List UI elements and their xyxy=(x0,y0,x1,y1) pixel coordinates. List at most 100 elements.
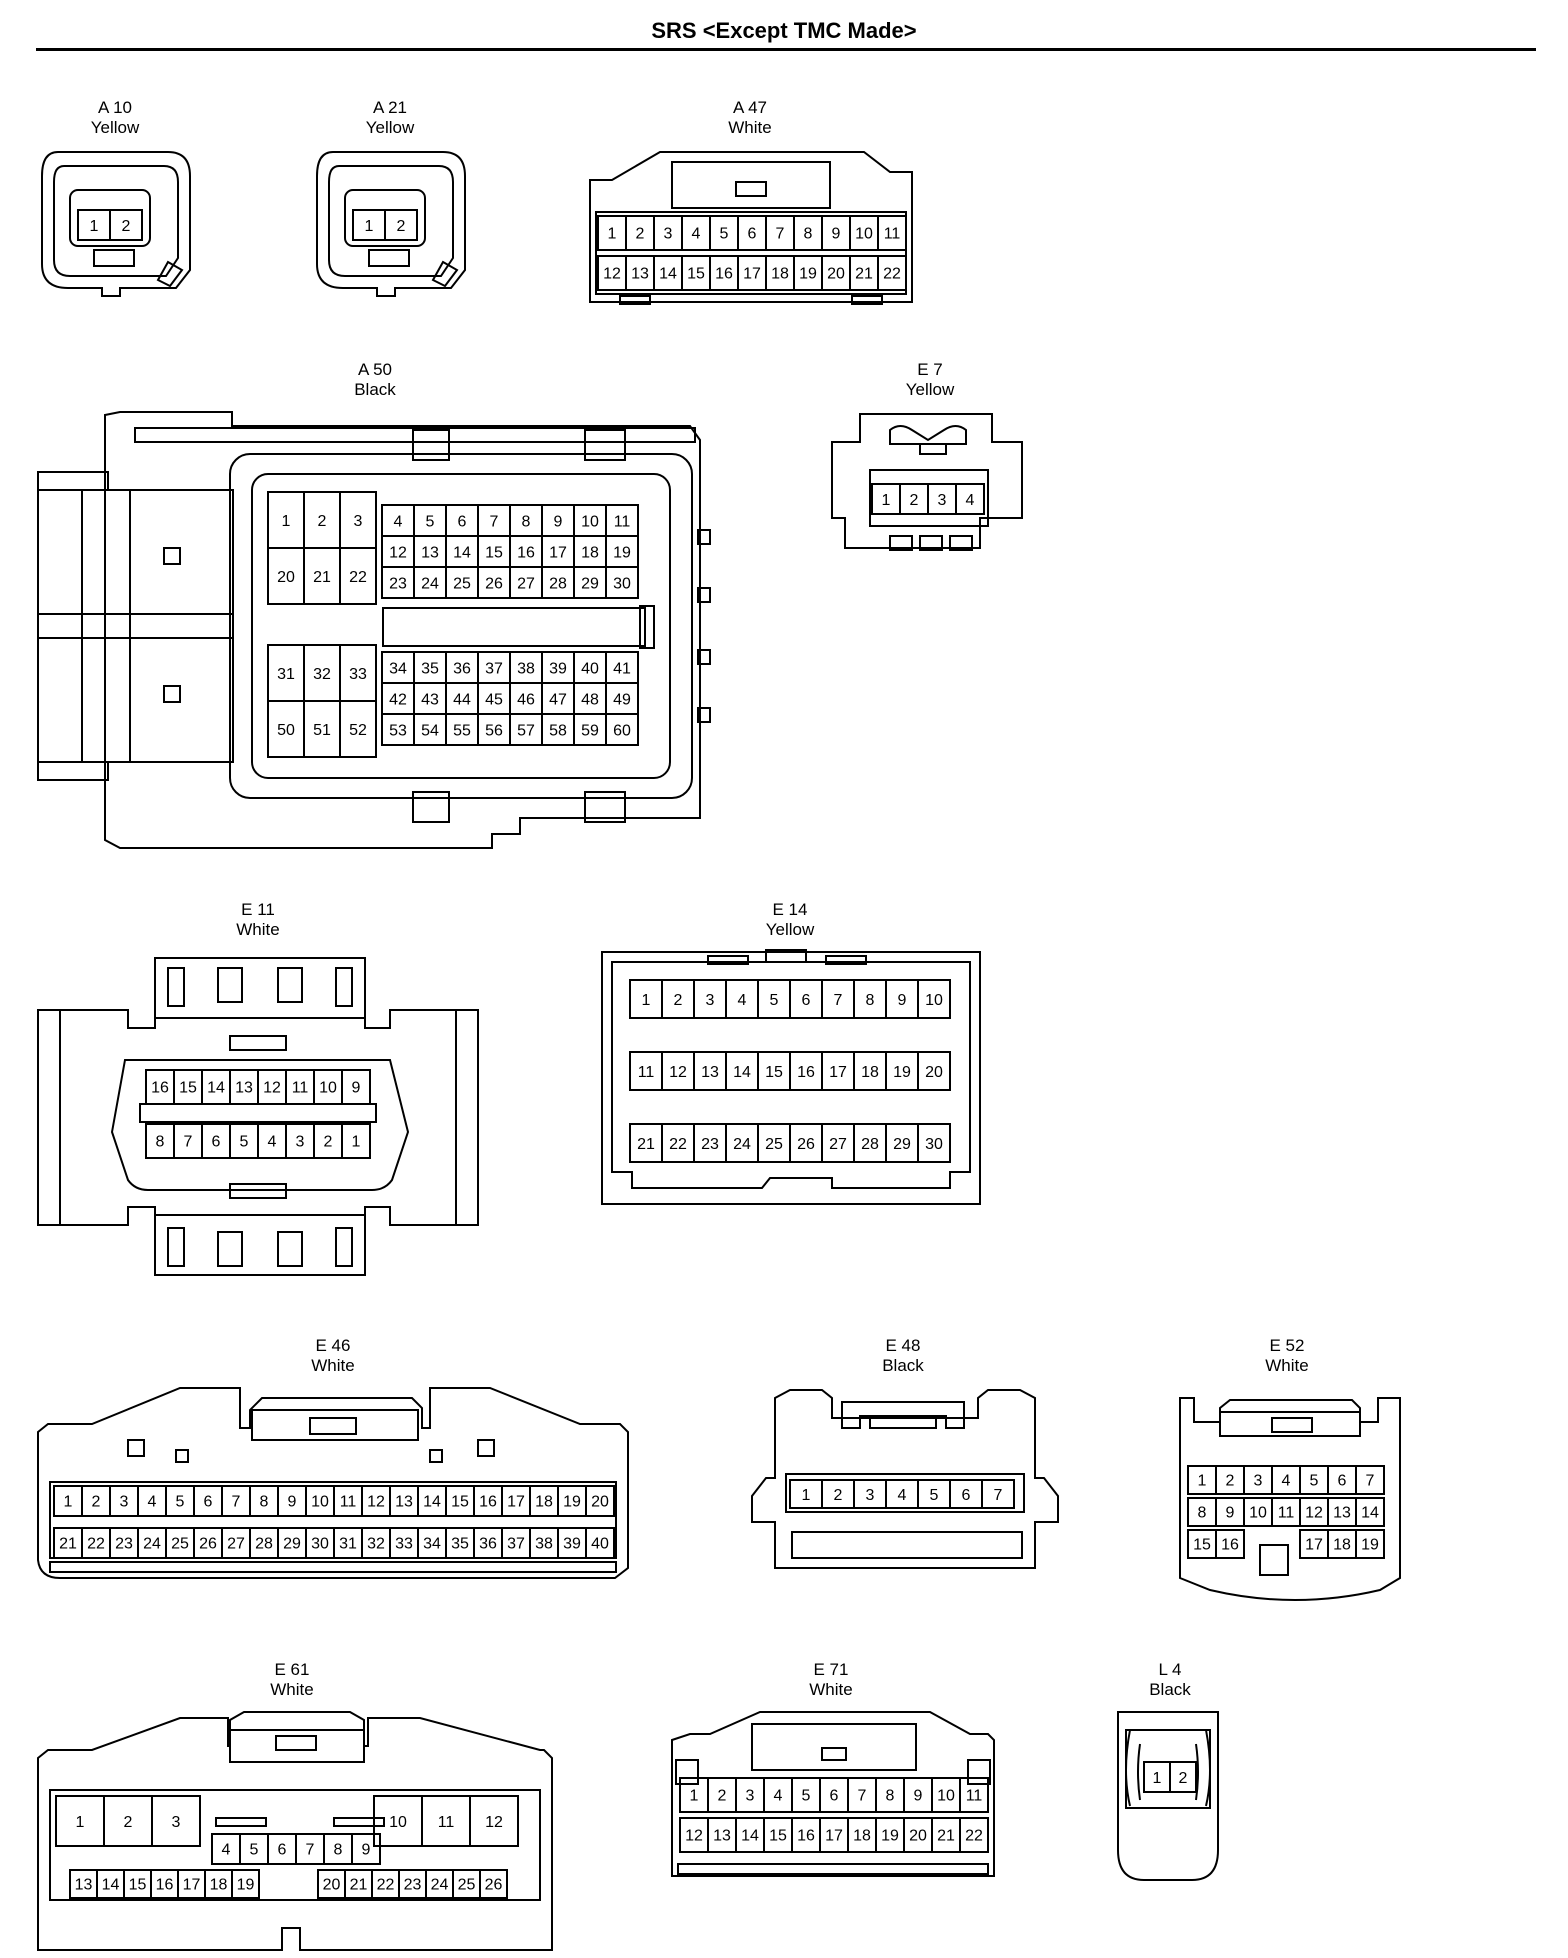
pin-label: 14 xyxy=(453,544,471,561)
pin-label: 20 xyxy=(909,1827,927,1844)
pin-label: 7 xyxy=(858,1787,867,1804)
pin-label: 23 xyxy=(404,1876,422,1893)
pin-cell xyxy=(339,547,377,605)
code: E 52 xyxy=(1269,1336,1305,1355)
code: E 71 xyxy=(813,1660,849,1679)
pin-label: 5 xyxy=(176,1493,185,1510)
pin-label: 30 xyxy=(311,1535,329,1552)
pin-cell xyxy=(917,979,951,1019)
color: Yellow xyxy=(765,920,815,939)
pin-label: 9 xyxy=(362,1841,371,1858)
pin-label: 17 xyxy=(1305,1536,1323,1553)
pin-label: 19 xyxy=(799,265,817,282)
pin-label: 7 xyxy=(994,1487,1003,1504)
pin-label: 13 xyxy=(395,1493,413,1510)
pin-label: 5 xyxy=(250,1841,259,1858)
pin-label: 7 xyxy=(834,992,843,1009)
pin-label: 2 xyxy=(834,1487,843,1504)
pin-label: 4 xyxy=(222,1841,231,1858)
pin-label: 19 xyxy=(613,544,631,561)
pin-label: 18 xyxy=(861,1064,879,1081)
pin-label: 11 xyxy=(966,1787,983,1804)
pin-label: 21 xyxy=(350,1876,368,1893)
pin-label: 59 xyxy=(581,722,599,739)
code: A 50 xyxy=(357,360,393,379)
pin-label: 51 xyxy=(313,722,331,739)
pin-label: 16 xyxy=(156,1876,174,1893)
code: A 21 xyxy=(372,98,408,117)
pin-label: 19 xyxy=(237,1876,255,1893)
pin-label: 28 xyxy=(861,1136,879,1153)
pin-label: 35 xyxy=(451,1535,469,1552)
pin-label: 13 xyxy=(713,1827,731,1844)
color: Yellow xyxy=(365,118,415,137)
pin-label: 15 xyxy=(687,265,705,282)
pin-cell xyxy=(351,1833,381,1865)
pin-label: 45 xyxy=(485,691,503,708)
pin-label: 30 xyxy=(613,575,631,592)
pin-cell xyxy=(1355,1465,1385,1495)
pin-cell xyxy=(341,1069,371,1105)
pin-label: 12 xyxy=(685,1827,703,1844)
pin-label: 37 xyxy=(507,1535,525,1552)
pin-label: 50 xyxy=(277,722,295,739)
pin-cell xyxy=(1355,1529,1385,1559)
pin-label: 9 xyxy=(914,1787,923,1804)
pin-label: 1 xyxy=(1153,1770,1162,1787)
pin-label: 34 xyxy=(389,660,407,677)
color: White xyxy=(311,1356,355,1375)
pin-label: 53 xyxy=(389,722,407,739)
pin-label: 15 xyxy=(179,1079,197,1096)
pin-label: 1 xyxy=(690,1787,699,1804)
pin-cell xyxy=(917,1123,951,1163)
pin-label: 24 xyxy=(431,1876,449,1893)
pin-label: 21 xyxy=(937,1827,955,1844)
pin-cell xyxy=(339,700,377,758)
pin-label: 9 xyxy=(1226,1504,1235,1521)
pin-label: 20 xyxy=(323,1876,341,1893)
pin-cell xyxy=(1355,1497,1385,1527)
pin-label: 14 xyxy=(741,1827,759,1844)
pin-label: 4 xyxy=(394,513,403,530)
pin-label: 15 xyxy=(765,1064,783,1081)
pin-label: 48 xyxy=(581,691,599,708)
pin-label: 3 xyxy=(354,513,363,530)
pin-label: 11 xyxy=(340,1493,357,1510)
pin-label: 4 xyxy=(966,492,975,509)
pin-label: 37 xyxy=(485,660,503,677)
pin-label: 9 xyxy=(288,1493,297,1510)
pin-label: 20 xyxy=(591,1493,609,1510)
pin-label: 1 xyxy=(365,218,374,235)
pin-label: 22 xyxy=(87,1535,105,1552)
pin-label: 2 xyxy=(718,1787,727,1804)
pin-label: 8 xyxy=(334,1841,343,1858)
pin-label: 8 xyxy=(156,1133,165,1150)
pin-label: 1 xyxy=(352,1133,361,1150)
pin-label: 13 xyxy=(421,544,439,561)
pin-label: 4 xyxy=(738,992,747,1009)
pin-cell xyxy=(877,215,907,251)
pin-label: 55 xyxy=(453,722,471,739)
pin-label: 1 xyxy=(76,1814,85,1831)
pin-label: 21 xyxy=(59,1535,77,1552)
pin-label: 4 xyxy=(774,1787,783,1804)
pin-label: 4 xyxy=(898,1487,907,1504)
pin-label: 6 xyxy=(748,225,757,242)
pin-label: 21 xyxy=(313,569,331,586)
pin-label: 11 xyxy=(1278,1504,1295,1521)
pin-label: 24 xyxy=(421,575,439,592)
pin-label: 6 xyxy=(278,1841,287,1858)
pin-label: 16 xyxy=(715,265,733,282)
